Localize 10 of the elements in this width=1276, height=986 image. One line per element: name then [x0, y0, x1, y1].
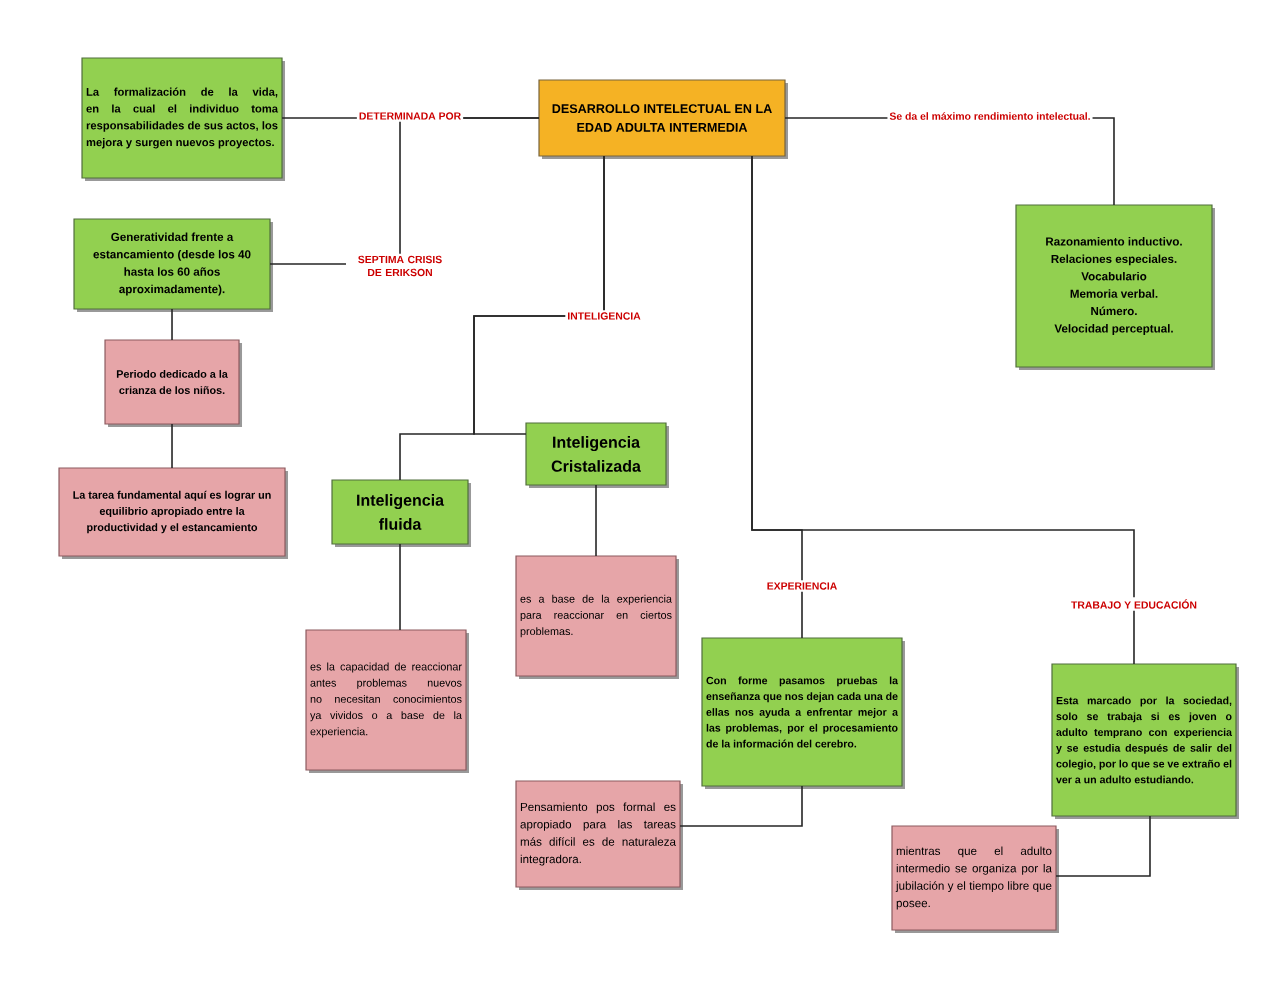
connector-line: [399, 155, 605, 481]
connector-line: [171, 423, 173, 469]
connector-line: [1055, 815, 1151, 877]
connector-line: [751, 155, 1135, 665]
connector-line: [679, 785, 803, 827]
concept-box: Inteligencia Cristalizada: [525, 422, 669, 488]
connector-line: [171, 308, 173, 341]
connector-line: [399, 543, 401, 631]
concept-box: Inteligencia fluida: [331, 479, 471, 547]
connector-line: [595, 484, 597, 557]
